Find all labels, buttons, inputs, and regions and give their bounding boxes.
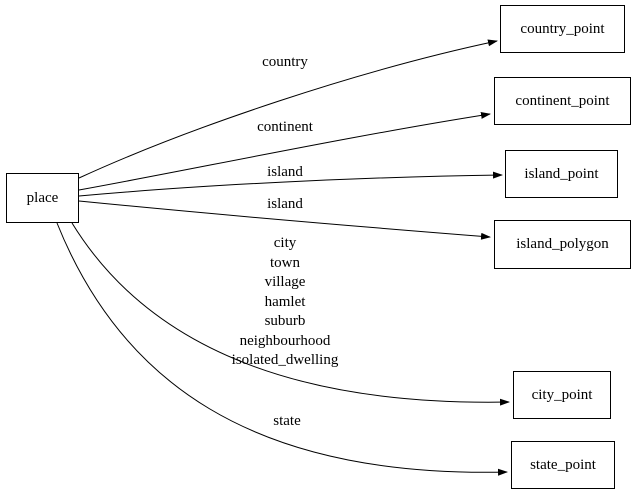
edge-label-country: country — [262, 54, 308, 70]
edge-place-island_point — [78, 171, 503, 197]
edge-place-state_point — [56, 222, 508, 476]
node-state-point: state_point — [511, 441, 615, 489]
edge-label-island-2: island — [267, 196, 303, 212]
edge-label-island-1: island — [267, 164, 303, 180]
node-city-point: city_point — [513, 371, 611, 419]
edge-place-continent_point — [78, 111, 491, 191]
edge-place-country_point — [78, 39, 498, 179]
edge-label-city-group: city town village hamlet suburb neighbou… — [231, 235, 339, 368]
node-place: place — [6, 173, 79, 223]
node-continent-point: continent_point — [494, 77, 631, 125]
edge-place-island_polygon — [78, 200, 491, 240]
edge-label-state: state — [273, 413, 301, 429]
edge-label-continent: continent — [257, 119, 313, 135]
node-country-point: country_point — [500, 5, 625, 53]
node-island-point: island_point — [505, 150, 618, 198]
node-island-polygon: island_polygon — [494, 220, 631, 269]
edge-place-city_point — [71, 222, 510, 406]
